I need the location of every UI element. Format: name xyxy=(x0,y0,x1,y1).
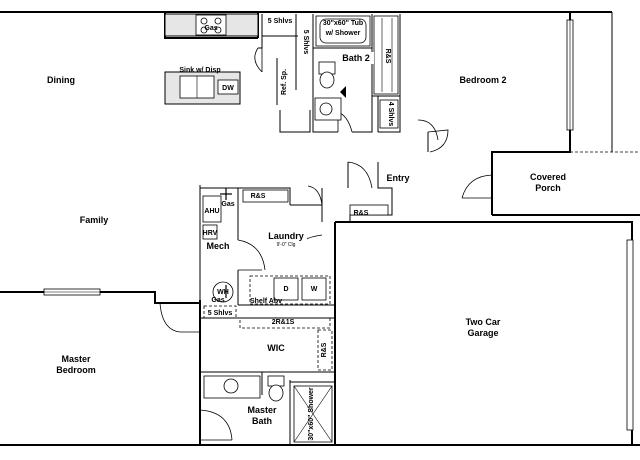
label-5-shlvs-wic: 5 Shlvs xyxy=(208,310,233,317)
label-covered-porch-1: Covered xyxy=(530,172,566,182)
label-4-shlvs: 4 Shlvs xyxy=(387,102,394,127)
label-2rs: 2R&1S xyxy=(272,319,295,326)
windows xyxy=(43,19,634,431)
hrv xyxy=(202,224,218,240)
label-dining: Dining xyxy=(47,75,75,85)
label-shower: 30"x60" Shower xyxy=(308,387,315,441)
dryer xyxy=(273,277,299,301)
interior-walls xyxy=(199,14,429,445)
label-covered-porch-2: Porch xyxy=(535,183,561,193)
label-wic: WIC xyxy=(267,343,285,353)
label-ahu: AHU xyxy=(204,208,219,215)
dishwasher xyxy=(217,79,239,95)
label-gas-mech: Gas xyxy=(221,201,234,208)
label-5-shlvs-vert: 5 Shlvs xyxy=(302,30,309,55)
label-laundry: Laundry xyxy=(268,231,304,241)
label-garage-1: Two Car xyxy=(466,317,501,327)
label-rs-wic: R&S xyxy=(321,342,328,357)
label-master-bedroom-1: Master xyxy=(61,354,91,364)
label-entry: Entry xyxy=(386,173,409,183)
fixture-labels: Gas Sink w/ Disp DW Ref. Sp. 5 Shlvs 5 S… xyxy=(179,18,394,441)
label-laundry-ceiling: 9'-0" Clg xyxy=(277,242,296,248)
washer xyxy=(301,277,327,301)
label-tub: 30"x60" Tub xyxy=(323,20,363,27)
label-ref-sp: Ref. Sp. xyxy=(281,69,288,95)
label-5-shlvs-top: 5 Shlvs xyxy=(268,18,293,25)
label-garage-2: Garage xyxy=(467,328,498,338)
master-toilet xyxy=(267,375,285,387)
label-master-bath-2: Bath xyxy=(252,416,272,426)
bath2-fixtures xyxy=(314,15,399,129)
shelf-above xyxy=(249,275,331,305)
label-bedroom2: Bedroom 2 xyxy=(459,75,506,85)
label-master-bath-1: Master xyxy=(247,405,277,415)
kitchen-fixtures xyxy=(164,13,259,105)
label-tub-shower: w/ Shower xyxy=(325,30,361,37)
label-hrv: HRV xyxy=(203,230,218,237)
label-sink: Sink w/ Disp xyxy=(179,67,220,74)
exterior-walls xyxy=(0,11,640,446)
label-rs-mech: R&S xyxy=(251,193,266,200)
label-mech: Mech xyxy=(206,241,229,251)
label-master-bedroom-2: Bedroom xyxy=(56,365,96,375)
label-dryer: D xyxy=(283,286,288,293)
label-shelf-abv: Shelf Abv xyxy=(250,298,282,305)
label-family: Family xyxy=(80,215,109,225)
ahu xyxy=(202,195,222,223)
label-dw: DW xyxy=(222,85,234,92)
label-bath2: Bath 2 xyxy=(342,53,370,63)
label-wh: WH xyxy=(217,289,229,296)
utility-fixtures xyxy=(202,188,389,305)
label-gas-range: Gas xyxy=(204,25,217,32)
label-gas-wh: Gas xyxy=(211,297,224,304)
label-rs-bath2: R&S xyxy=(384,49,391,64)
label-washer: W xyxy=(311,286,318,293)
room-labels: Dining Family Master Bedroom Bedroom 2 B… xyxy=(44,52,570,426)
label-rs-entry: R&S xyxy=(354,210,369,217)
water-heater xyxy=(212,281,234,303)
wic-fixtures xyxy=(203,305,333,443)
